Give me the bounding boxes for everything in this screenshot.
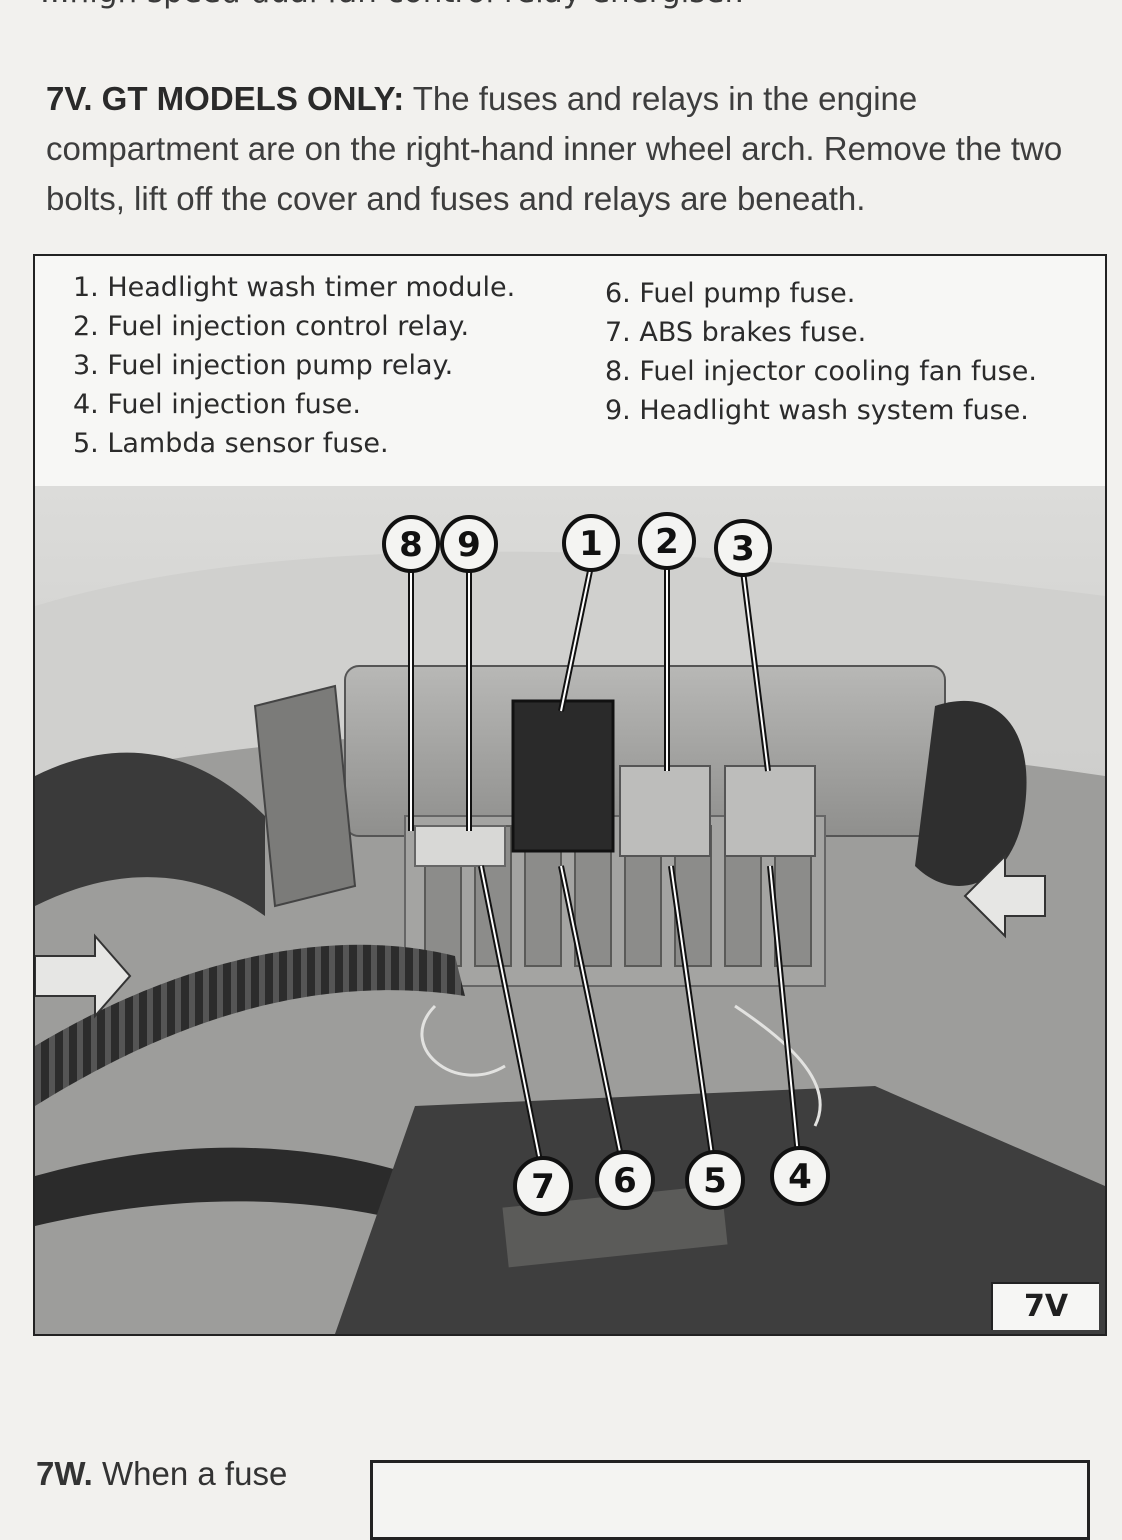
callout-4: 4 [770, 1146, 830, 1206]
callout-number: 6 [613, 1161, 637, 1201]
legend-item: 1. Headlight wash timer module. [73, 272, 516, 303]
callout-number: 1 [579, 524, 603, 564]
figure-legend: 1. Headlight wash timer module. 2. Fuel … [35, 256, 1105, 486]
engine-bay-illustration: 8 9 1 2 3 7 [35, 486, 1105, 1334]
callout-number: 2 [655, 522, 679, 562]
section-7w-paragraph: 7W. When a fuse [36, 1452, 366, 1496]
engine-bay-photo: 8 9 1 2 3 7 [35, 486, 1105, 1334]
callout-1: 1 [562, 514, 620, 572]
legend-item: 2. Fuel injection control relay. [73, 311, 470, 342]
callout-6: 6 [595, 1150, 655, 1210]
figure-label: 7V [991, 1282, 1099, 1330]
callout-8: 8 [382, 515, 440, 573]
legend-column-right: 6. Fuel pump fuse. 7. ABS brakes fuse. 8… [605, 274, 1037, 430]
legend-item: 6. Fuel pump fuse. [605, 278, 856, 309]
callout-2: 2 [638, 512, 696, 570]
callout-9: 9 [440, 515, 498, 573]
legend-item: 9. Headlight wash system fuse. [605, 395, 1029, 426]
callout-5: 5 [685, 1150, 745, 1210]
legend-item: 8. Fuel injector cooling fan fuse. [605, 356, 1037, 387]
next-figure-frame [370, 1460, 1090, 1540]
figure-7v: 1. Headlight wash timer module. 2. Fuel … [33, 254, 1107, 1336]
callout-number: 8 [399, 525, 423, 565]
section-7v-paragraph: 7V. GT MODELS ONLY: The fuses and relays… [46, 74, 1096, 224]
callout-number: 3 [731, 529, 755, 569]
callout-3: 3 [714, 519, 772, 577]
callout-7: 7 [513, 1156, 573, 1216]
legend-item: 3. Fuel injection pump relay. [73, 350, 454, 381]
callout-number: 5 [703, 1161, 727, 1201]
previous-paragraph-tail: ...high speed dual fan control relay ene… [40, 0, 1100, 10]
section-7v-text: The fuses and relays in the engine compa… [46, 80, 1063, 217]
legend-column-left: 1. Headlight wash timer module. 2. Fuel … [73, 268, 515, 463]
legend-item: 7. ABS brakes fuse. [605, 317, 867, 348]
section-7w-text: When a fuse [92, 1455, 288, 1492]
callout-number: 7 [531, 1167, 555, 1207]
callout-number: 4 [788, 1157, 812, 1197]
section-7v-heading: 7V. GT MODELS ONLY: [46, 80, 405, 117]
legend-item: 4. Fuel injection fuse. [73, 389, 361, 420]
callout-number: 9 [457, 525, 481, 565]
section-7w-heading: 7W. [36, 1455, 93, 1492]
legend-item: 5. Lambda sensor fuse. [73, 428, 389, 459]
